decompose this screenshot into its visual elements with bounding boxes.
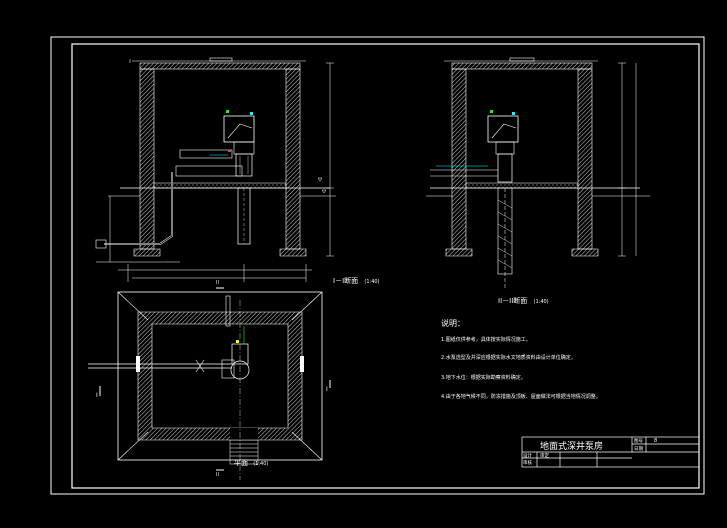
section-2-drawing (426, 57, 650, 290)
section-2-scale: (1:40) (533, 299, 549, 305)
approve-label: 审定 (540, 454, 549, 459)
section-2-title: II－II断面 (1:40) (498, 296, 549, 306)
title-block (521, 436, 700, 468)
section-1-scale: (1:40) (364, 279, 380, 285)
section-1-drawing (95, 57, 336, 282)
sheet-no-label: 图号 (634, 439, 643, 444)
sheet-no-value: 8 (654, 438, 658, 444)
notes-heading: 说明： (441, 319, 465, 328)
plan-drawing (88, 287, 331, 480)
date-label: 日期 (634, 447, 643, 452)
plan-mark-bottom: II (216, 472, 219, 478)
check-label: 审核 (523, 461, 532, 466)
note-item-2: 2.水泵选型及井深应根据实际水文地质资料由设计单位确定。 (441, 355, 576, 361)
plan-scale: (1:40) (253, 461, 269, 467)
note-item-3: 3.地下水位：根据实际勘察资料确定。 (441, 375, 526, 381)
design-label: 设计 (523, 454, 532, 459)
section-1-title-text: I－I断面 (333, 277, 359, 285)
plan-mark-right: I (326, 386, 328, 393)
outer-frame (50, 36, 705, 495)
plan-mark-left: I (96, 392, 98, 399)
section-2-title-text: II－II断面 (498, 297, 528, 305)
plan-title-text: 平面 (234, 459, 248, 467)
plan-mark-top: II (216, 280, 219, 286)
inner-frame (71, 43, 700, 489)
plan-title: 平面 (1:40) (234, 458, 268, 468)
section-1-title: I－I断面 (1:40) (333, 276, 380, 286)
drawing-title: 地面式深井泵房 (540, 442, 604, 452)
note-item-4: 4.由于各地气候不同，防冻措施及顶板、屋面做法可根据当地情况调整。 (441, 394, 601, 400)
note-item-1: 1.图纸仅供参考，具体按实际情况施工。 (441, 337, 531, 343)
